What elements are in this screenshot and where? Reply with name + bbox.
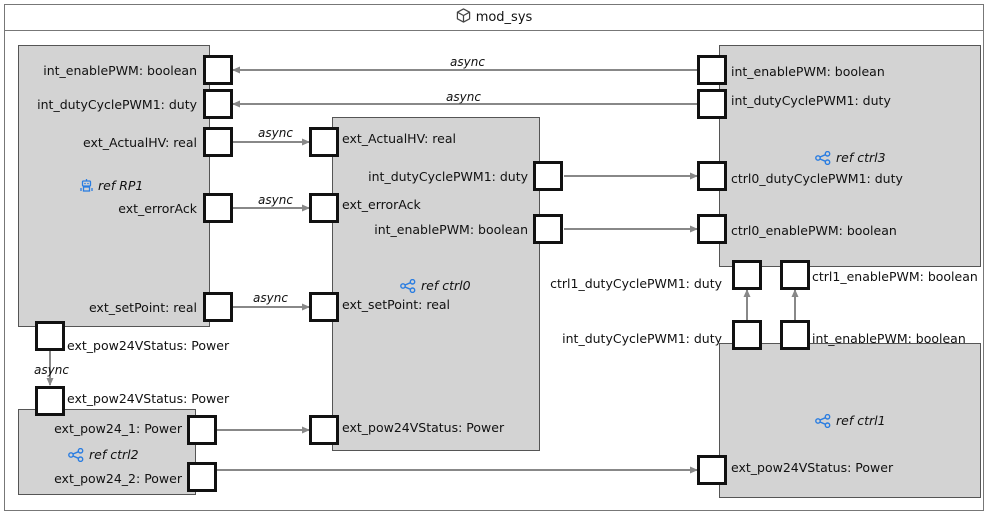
async-label: async bbox=[258, 126, 293, 140]
port-ctrl1-int-enablepwm[interactable] bbox=[780, 320, 810, 350]
block-ctrl0[interactable] bbox=[332, 117, 540, 451]
async-label: async bbox=[253, 291, 288, 305]
share-nodes-icon bbox=[68, 447, 84, 462]
share-nodes-icon bbox=[400, 278, 416, 293]
port-label: ctrl1_enablePWM: boolean bbox=[812, 269, 978, 284]
port-label: int_dutyCyclePWM1: duty bbox=[731, 93, 891, 108]
port-label: int_dutyCyclePWM1: duty bbox=[368, 169, 528, 184]
port-label: ctrl0_dutyCyclePWM1: duty bbox=[731, 171, 903, 186]
port-ctrl0-int-dutycyclepwm1[interactable] bbox=[533, 161, 563, 191]
port-ctrl2-ext-pow24vstatus[interactable] bbox=[35, 386, 65, 416]
block-ref-ctrl1: ref ctrl1 bbox=[815, 413, 886, 428]
async-label: async bbox=[450, 55, 485, 69]
port-rp1-int-dutycyclepwm1[interactable] bbox=[203, 89, 233, 119]
port-label: int_enablePWM: boolean bbox=[43, 63, 197, 78]
block-ref-label: ref ctrl0 bbox=[421, 278, 471, 293]
block-ref-ctrl2: ref ctrl2 bbox=[68, 447, 139, 462]
share-nodes-icon bbox=[815, 413, 831, 428]
port-ctrl3-ctrl1-dutycyclepwm1[interactable] bbox=[732, 260, 762, 290]
block-ref-rp1: ref RP1 bbox=[80, 178, 143, 193]
port-ctrl1-int-dutycyclepwm1[interactable] bbox=[732, 320, 762, 350]
cube-icon bbox=[456, 7, 471, 27]
port-label: ext_ActualHV: real bbox=[83, 135, 197, 150]
block-ctrl1[interactable] bbox=[719, 343, 981, 498]
port-rp1-ext-setpoint[interactable] bbox=[203, 292, 233, 322]
port-label: ext_pow24_2: Power bbox=[54, 471, 182, 486]
port-label: ctrl1_dutyCyclePWM1: duty bbox=[550, 276, 722, 291]
port-ctrl3-ctrl0-dutycyclepwm1[interactable] bbox=[697, 161, 727, 191]
block-ref-ctrl0: ref ctrl0 bbox=[400, 278, 471, 293]
block-ref-ctrl3: ref ctrl3 bbox=[815, 150, 886, 165]
block-ctrl3[interactable] bbox=[719, 45, 981, 267]
port-ctrl0-ext-pow24vstatus[interactable] bbox=[309, 415, 339, 445]
robot-icon bbox=[80, 178, 93, 193]
system-title: mod_sys bbox=[475, 9, 533, 25]
share-nodes-icon bbox=[815, 150, 831, 165]
port-label: ext_pow24_1: Power bbox=[54, 421, 182, 436]
port-label: ext_pow24VStatus: Power bbox=[67, 338, 230, 353]
port-label: int_dutyCyclePWM1: duty bbox=[562, 331, 722, 346]
block-ref-label: ref ctrl2 bbox=[89, 447, 139, 462]
async-label: async bbox=[258, 193, 293, 207]
block-rp1[interactable] bbox=[18, 45, 210, 327]
port-label: int_enablePWM: boolean bbox=[812, 331, 966, 346]
port-rp1-int-enablepwm[interactable] bbox=[203, 55, 233, 85]
port-ctrl3-int-dutycyclepwm1[interactable] bbox=[697, 89, 727, 119]
port-label: ext_setPoint: real bbox=[88, 300, 197, 315]
block-ref-label: ref ctrl1 bbox=[836, 413, 886, 428]
port-ctrl2-ext-pow24-2[interactable] bbox=[187, 462, 217, 492]
port-rp1-ext-pow24vstatus[interactable] bbox=[35, 321, 65, 351]
port-label: ext_pow24VStatus: Power bbox=[67, 391, 230, 406]
port-label: int_enablePWM: boolean bbox=[374, 222, 528, 237]
async-label: async bbox=[34, 363, 69, 377]
block-ctrl2[interactable] bbox=[18, 409, 196, 495]
port-label: int_dutyCyclePWM1: duty bbox=[37, 97, 197, 112]
port-ctrl3-ctrl1-enablepwm[interactable] bbox=[780, 260, 810, 290]
port-label: ext_ActualHV: real bbox=[342, 131, 456, 146]
port-ctrl0-ext-actualhv[interactable] bbox=[309, 127, 339, 157]
block-ref-label: ref RP1 bbox=[98, 178, 144, 193]
port-ctrl2-ext-pow24-1[interactable] bbox=[187, 415, 217, 445]
port-ctrl3-ctrl0-enablepwm[interactable] bbox=[697, 214, 727, 244]
system-title-bar: mod_sys bbox=[4, 4, 984, 31]
port-ctrl3-int-enablepwm[interactable] bbox=[697, 55, 727, 85]
port-rp1-ext-erroracks[interactable] bbox=[203, 193, 233, 223]
port-label: ext_errorAck bbox=[342, 197, 421, 212]
port-rp1-ext-actualhv[interactable] bbox=[203, 127, 233, 157]
port-ctrl0-ext-setpoint[interactable] bbox=[309, 292, 339, 322]
async-label: async bbox=[446, 90, 481, 104]
port-ctrl0-ext-erroracks[interactable] bbox=[309, 193, 339, 223]
port-label: ext_errorAck bbox=[118, 201, 197, 216]
port-ctrl0-int-enablepwm[interactable] bbox=[533, 214, 563, 244]
port-ctrl1-ext-pow24vstatus[interactable] bbox=[697, 455, 727, 485]
port-label: ext_pow24VStatus: Power bbox=[342, 420, 505, 435]
port-label: ext_pow24VStatus: Power bbox=[731, 460, 894, 475]
block-ref-label: ref ctrl3 bbox=[836, 150, 886, 165]
port-label: ctrl0_enablePWM: boolean bbox=[731, 223, 897, 238]
port-label: ext_setPoint: real bbox=[342, 297, 451, 312]
port-label: int_enablePWM: boolean bbox=[731, 64, 885, 79]
